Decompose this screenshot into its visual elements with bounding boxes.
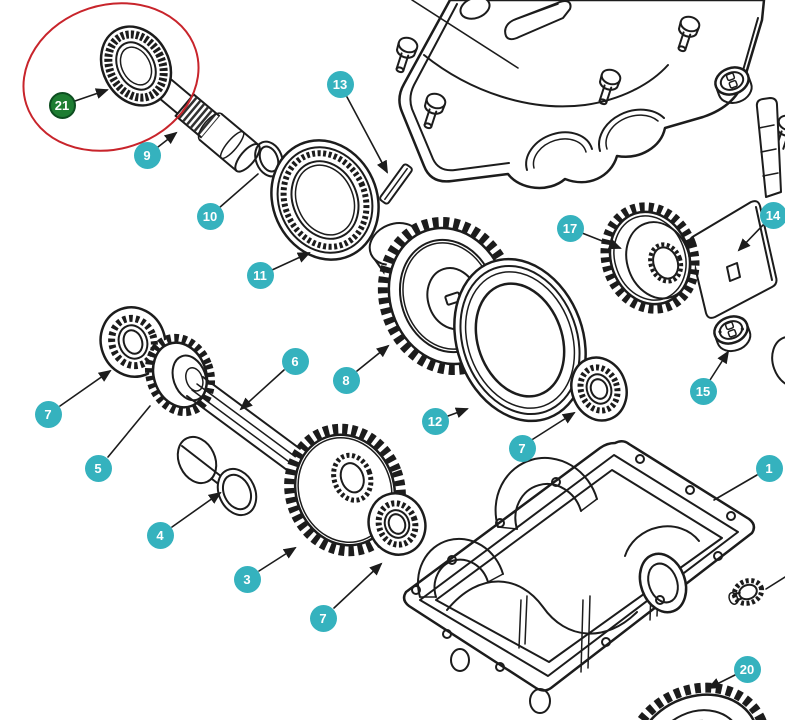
bolt-icon	[423, 92, 447, 130]
callout-7[interactable]: 7	[34, 400, 62, 428]
callout-1[interactable]: 1	[755, 454, 783, 482]
part-gear-17	[600, 202, 700, 314]
callout-3[interactable]: 3	[233, 565, 261, 593]
bolt-icon	[395, 36, 419, 74]
part-lower-housing	[402, 440, 756, 714]
part-spacer-4	[176, 435, 258, 517]
part-ring-12	[453, 257, 587, 423]
callout-17[interactable]: 17	[556, 214, 584, 242]
leader-lines	[59, 0, 785, 689]
part-input-shaft	[99, 25, 261, 173]
bolt-icon	[677, 15, 701, 53]
part-drain-plug	[728, 578, 765, 606]
bolt-icon	[598, 68, 622, 106]
callout-15[interactable]: 15	[689, 377, 717, 405]
part-pin-13	[379, 163, 413, 205]
highlight-ellipse	[22, 2, 200, 152]
part-edge-fragment	[771, 335, 785, 389]
callout-20[interactable]: 20	[733, 655, 761, 683]
callout-14[interactable]: 14	[759, 201, 785, 229]
callout-7-3[interactable]: 7	[309, 604, 337, 632]
pan-bolt-holes	[411, 454, 736, 672]
callout-4[interactable]: 4	[146, 521, 174, 549]
callout-11[interactable]: 11	[246, 261, 274, 289]
part-gear-cover	[395, 0, 785, 190]
part-seal-11	[270, 139, 380, 261]
part-bearing-7-left	[99, 306, 167, 378]
part-cover-cap	[714, 66, 753, 104]
callout-12[interactable]: 12	[421, 407, 449, 435]
part-seal-21	[99, 25, 173, 107]
part-gear-20	[623, 682, 771, 720]
callout-7-2[interactable]: 7	[508, 434, 536, 462]
callout-6[interactable]: 6	[281, 347, 309, 375]
callout-9[interactable]: 9	[133, 141, 161, 169]
callout-5[interactable]: 5	[84, 454, 112, 482]
part-bearing-7-bottom	[367, 492, 427, 556]
callout-8[interactable]: 8	[332, 366, 360, 394]
callout-21[interactable]: 21	[48, 91, 76, 119]
callout-13[interactable]: 13	[326, 70, 354, 98]
part-bracket	[688, 97, 782, 319]
part-plug-15	[713, 315, 752, 353]
callout-10[interactable]: 10	[196, 202, 224, 230]
part-bearing-7-right	[570, 356, 628, 422]
